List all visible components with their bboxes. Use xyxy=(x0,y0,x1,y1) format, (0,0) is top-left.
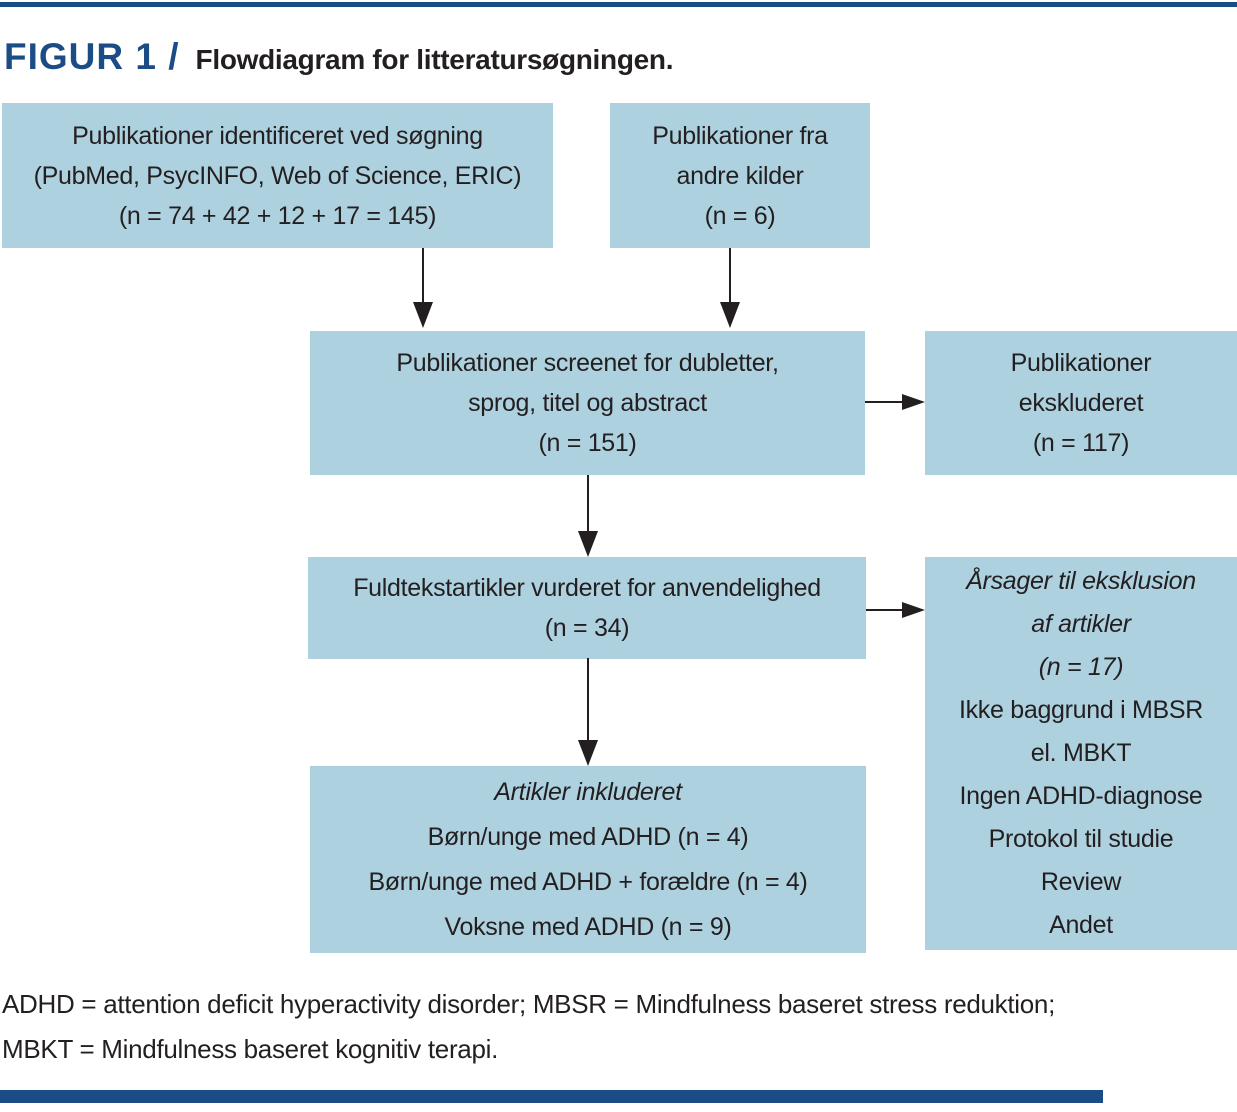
arrow-screened-to-excluded-line xyxy=(865,401,905,403)
box-line: (n = 117) xyxy=(1032,429,1130,457)
box-line: Ingen ADHD-diagnose xyxy=(959,782,1203,810)
arrow-identified-to-screened-line xyxy=(422,248,424,306)
box-line: Årsager til eksklusion xyxy=(966,567,1196,595)
arrow-down-icon xyxy=(578,740,598,766)
box-line: Børn/unge med ADHD + forældre (n = 4) xyxy=(368,867,808,896)
arrow-fulltext-to-reasons-line xyxy=(866,609,905,611)
box-line: Publikationer xyxy=(1010,349,1152,377)
arrow-othersources-to-screened-line xyxy=(729,248,731,306)
box-publications-screened: Publikationer screenet for dubletter, sp… xyxy=(310,331,865,475)
figure-title: FIGUR 1 / Flowdiagram for litteratursøgn… xyxy=(4,36,674,78)
arrow-right-icon xyxy=(902,394,925,410)
box-publications-excluded: Publikationer ekskluderet (n = 117) xyxy=(925,331,1237,475)
footnote-line: ADHD = attention deficit hyperactivity d… xyxy=(2,989,1056,1019)
box-line: Voksne med ADHD (n = 9) xyxy=(444,912,732,941)
footnote-line: MBKT = Mindfulness baseret kognitiv tera… xyxy=(2,1034,499,1064)
box-line: ekskluderet xyxy=(1018,389,1144,417)
top-divider xyxy=(0,2,1237,7)
box-line: (n = 17) xyxy=(1038,653,1124,681)
box-publications-identified: Publikationer identificeret ved søgning … xyxy=(2,103,553,248)
box-line: Børn/unge med ADHD (n = 4) xyxy=(427,822,749,851)
box-line: Protokol til studie xyxy=(988,825,1174,853)
box-line: Publikationer screenet for dubletter, xyxy=(396,349,779,377)
box-exclusion-reasons: Årsager til eksklusion af artikler (n = … xyxy=(925,557,1237,950)
arrow-screened-to-fulltext-line xyxy=(587,475,589,535)
abbreviations-footnote: ADHD = attention deficit hyperactivity d… xyxy=(2,982,1232,1072)
box-articles-included: Artikler inkluderet Børn/unge med ADHD (… xyxy=(310,766,866,953)
box-line: sprog, titel og abstract xyxy=(468,389,707,417)
box-line: (n = 151) xyxy=(538,429,637,457)
box-fulltext-assessed: Fuldtekstartikler vurderet for anvendeli… xyxy=(308,557,866,659)
box-line: Ikke baggrund i MBSR xyxy=(958,696,1204,724)
box-line: andre kilder xyxy=(676,161,804,190)
arrow-down-icon xyxy=(413,302,433,328)
box-line: el. MBKT xyxy=(1030,739,1132,767)
figure-caption: Flowdiagram for litteratursøgningen. xyxy=(195,44,674,75)
box-line: Artikler inkluderet xyxy=(494,777,682,806)
arrow-right-icon xyxy=(902,602,925,618)
box-publications-other-sources: Publikationer fra andre kilder (n = 6) xyxy=(610,103,870,248)
box-line: (PubMed, PsycINFO, Web of Science, ERIC) xyxy=(33,161,522,190)
arrow-down-icon xyxy=(578,531,598,557)
figure-number-label: FIGUR 1 / xyxy=(4,36,180,77)
arrow-fulltext-to-included-line xyxy=(587,658,589,740)
box-line: Fuldtekstartikler vurderet for anvendeli… xyxy=(353,574,821,602)
arrow-down-icon xyxy=(720,302,740,328)
box-line: Review xyxy=(1040,868,1122,896)
box-line: (n = 34) xyxy=(544,614,630,642)
box-line: Publikationer fra xyxy=(652,121,828,150)
bottom-divider xyxy=(0,1090,1103,1103)
box-line: (n = 74 + 42 + 12 + 17 = 145) xyxy=(118,201,437,230)
box-line: af artikler xyxy=(1031,610,1131,638)
box-line: Andet xyxy=(1049,911,1113,939)
box-line: Publikationer identificeret ved søgning xyxy=(72,121,483,150)
box-line: (n = 6) xyxy=(704,201,776,230)
